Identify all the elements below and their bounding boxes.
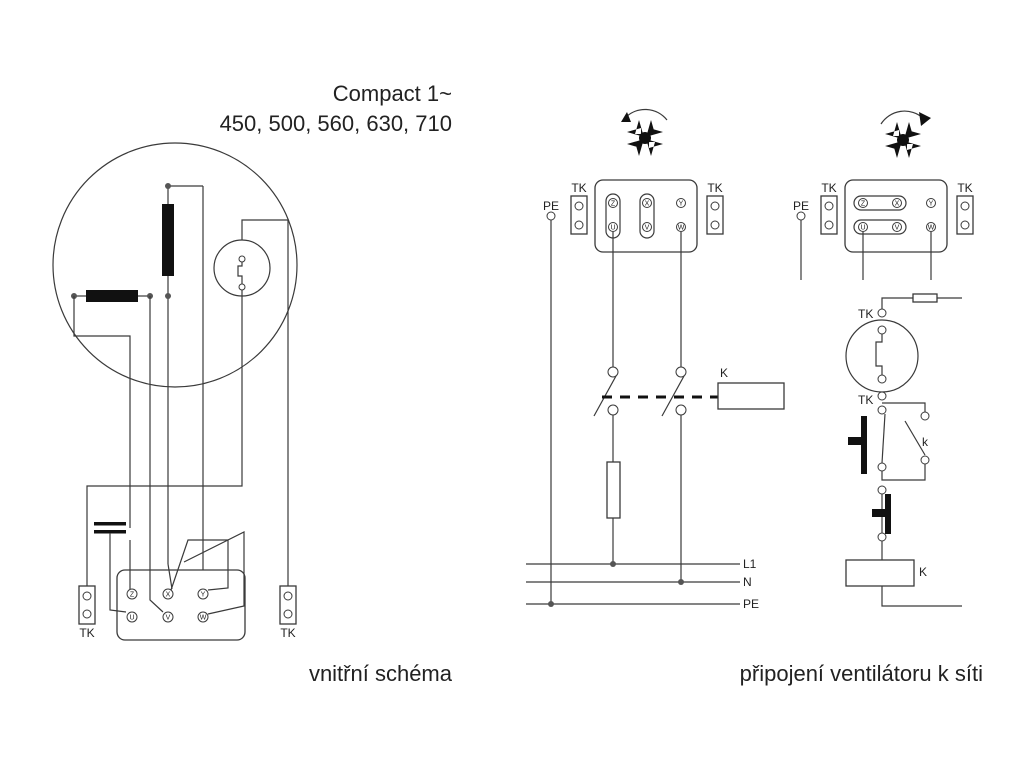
start-button xyxy=(885,494,891,534)
self-hold-contact-label: k xyxy=(922,435,929,449)
terminal-v: V xyxy=(162,611,174,623)
svg-text:Y: Y xyxy=(929,201,934,208)
tk-terminal-mid-right: TK xyxy=(706,181,724,235)
capacitor-plate-2 xyxy=(94,530,126,534)
terminal-w: W xyxy=(197,611,209,623)
contactor-label-control: K xyxy=(919,565,927,579)
terminal-x-right: X xyxy=(892,198,902,208)
motor-circle xyxy=(52,142,298,388)
fan-rotation-icon-2 xyxy=(880,110,931,158)
svg-text:W: W xyxy=(928,225,935,232)
svg-text:V: V xyxy=(166,615,171,622)
tk-terminal-mid-left: TK xyxy=(570,181,588,235)
svg-text:TK: TK xyxy=(957,181,972,195)
aux-winding xyxy=(86,290,138,302)
caption-internal-schema: vnitřní schéma xyxy=(309,661,453,686)
pe-terminal-mid xyxy=(546,211,556,221)
svg-text:TK: TK xyxy=(79,626,94,640)
svg-text:X: X xyxy=(895,201,900,208)
svg-text:Z: Z xyxy=(130,592,135,599)
caption-mains-connection: připojení ventilátoru k síti xyxy=(740,661,983,686)
contactor-coil-mid xyxy=(717,382,785,410)
fuse xyxy=(606,461,621,519)
terminal-y: Y xyxy=(197,588,209,600)
tk-terminal-right-right: TK xyxy=(956,181,974,235)
svg-text:TK: TK xyxy=(280,626,295,640)
tk-label-control-top: TK xyxy=(858,307,873,321)
terminal-z-mid: Z xyxy=(608,198,618,208)
terminal-z: Z xyxy=(126,588,138,600)
mains-connection: PE TK TK Z X Y U V W xyxy=(526,108,785,611)
tk-terminal-left: TK xyxy=(78,585,96,640)
svg-text:W: W xyxy=(200,615,207,622)
terminal-box-right xyxy=(844,179,948,253)
fan-rotation-icon xyxy=(621,108,668,156)
terminal-u: U xyxy=(126,611,138,623)
contactor-coil-control xyxy=(845,559,915,587)
terminal-y-mid: Y xyxy=(676,198,686,208)
terminal-v-right: V xyxy=(892,222,902,232)
control-fuse xyxy=(912,293,938,303)
terminal-u-right: U xyxy=(858,222,868,232)
terminal-w-mid: W xyxy=(676,222,686,232)
svg-text:X: X xyxy=(166,592,171,599)
svg-text:TK: TK xyxy=(821,181,836,195)
svg-text:TK: TK xyxy=(571,181,586,195)
model-sizes: 450, 500, 560, 630, 710 xyxy=(220,111,452,136)
capacitor-plate-1 xyxy=(94,522,126,526)
terminal-box-mid xyxy=(594,179,698,253)
terminal-y-right: Y xyxy=(926,198,936,208)
svg-text:U: U xyxy=(129,615,134,622)
svg-text:U: U xyxy=(610,225,615,232)
l1-label: L1 xyxy=(743,557,757,571)
svg-text:Y: Y xyxy=(679,201,684,208)
svg-text:X: X xyxy=(645,201,650,208)
svg-text:Z: Z xyxy=(861,201,866,208)
terminal-w-right: W xyxy=(926,222,936,232)
svg-text:V: V xyxy=(645,225,650,232)
control-schema: PE TK TK Z X Y U V W TK xyxy=(793,110,974,607)
tk-terminal-right: TK xyxy=(279,585,297,640)
pe-bus-label: PE xyxy=(743,597,759,611)
tk-label-control-bottom: TK xyxy=(858,393,873,407)
terminal-box xyxy=(116,569,246,641)
internal-schema: Z X Y U V W TK TK xyxy=(52,142,298,641)
svg-text:W: W xyxy=(678,225,685,232)
n-label: N xyxy=(743,575,752,589)
svg-text:V: V xyxy=(895,225,900,232)
main-winding xyxy=(162,204,174,276)
contactor-label-mid: K xyxy=(720,366,728,380)
terminal-u-mid: U xyxy=(608,222,618,232)
pe-label-right: PE xyxy=(793,199,809,213)
svg-text:Z: Z xyxy=(611,201,616,208)
model-title: Compact 1~ xyxy=(333,81,452,106)
terminal-v-mid: V xyxy=(642,222,652,232)
svg-text:TK: TK xyxy=(707,181,722,195)
pe-label-mid: PE xyxy=(543,199,559,213)
pe-terminal-right xyxy=(796,211,806,221)
svg-text:Y: Y xyxy=(201,592,206,599)
tk-terminal-right-left: TK xyxy=(820,181,838,235)
terminal-x: X xyxy=(162,588,174,600)
svg-text:U: U xyxy=(860,225,865,232)
terminal-x-mid: X xyxy=(642,198,652,208)
terminal-z-right: Z xyxy=(858,198,868,208)
